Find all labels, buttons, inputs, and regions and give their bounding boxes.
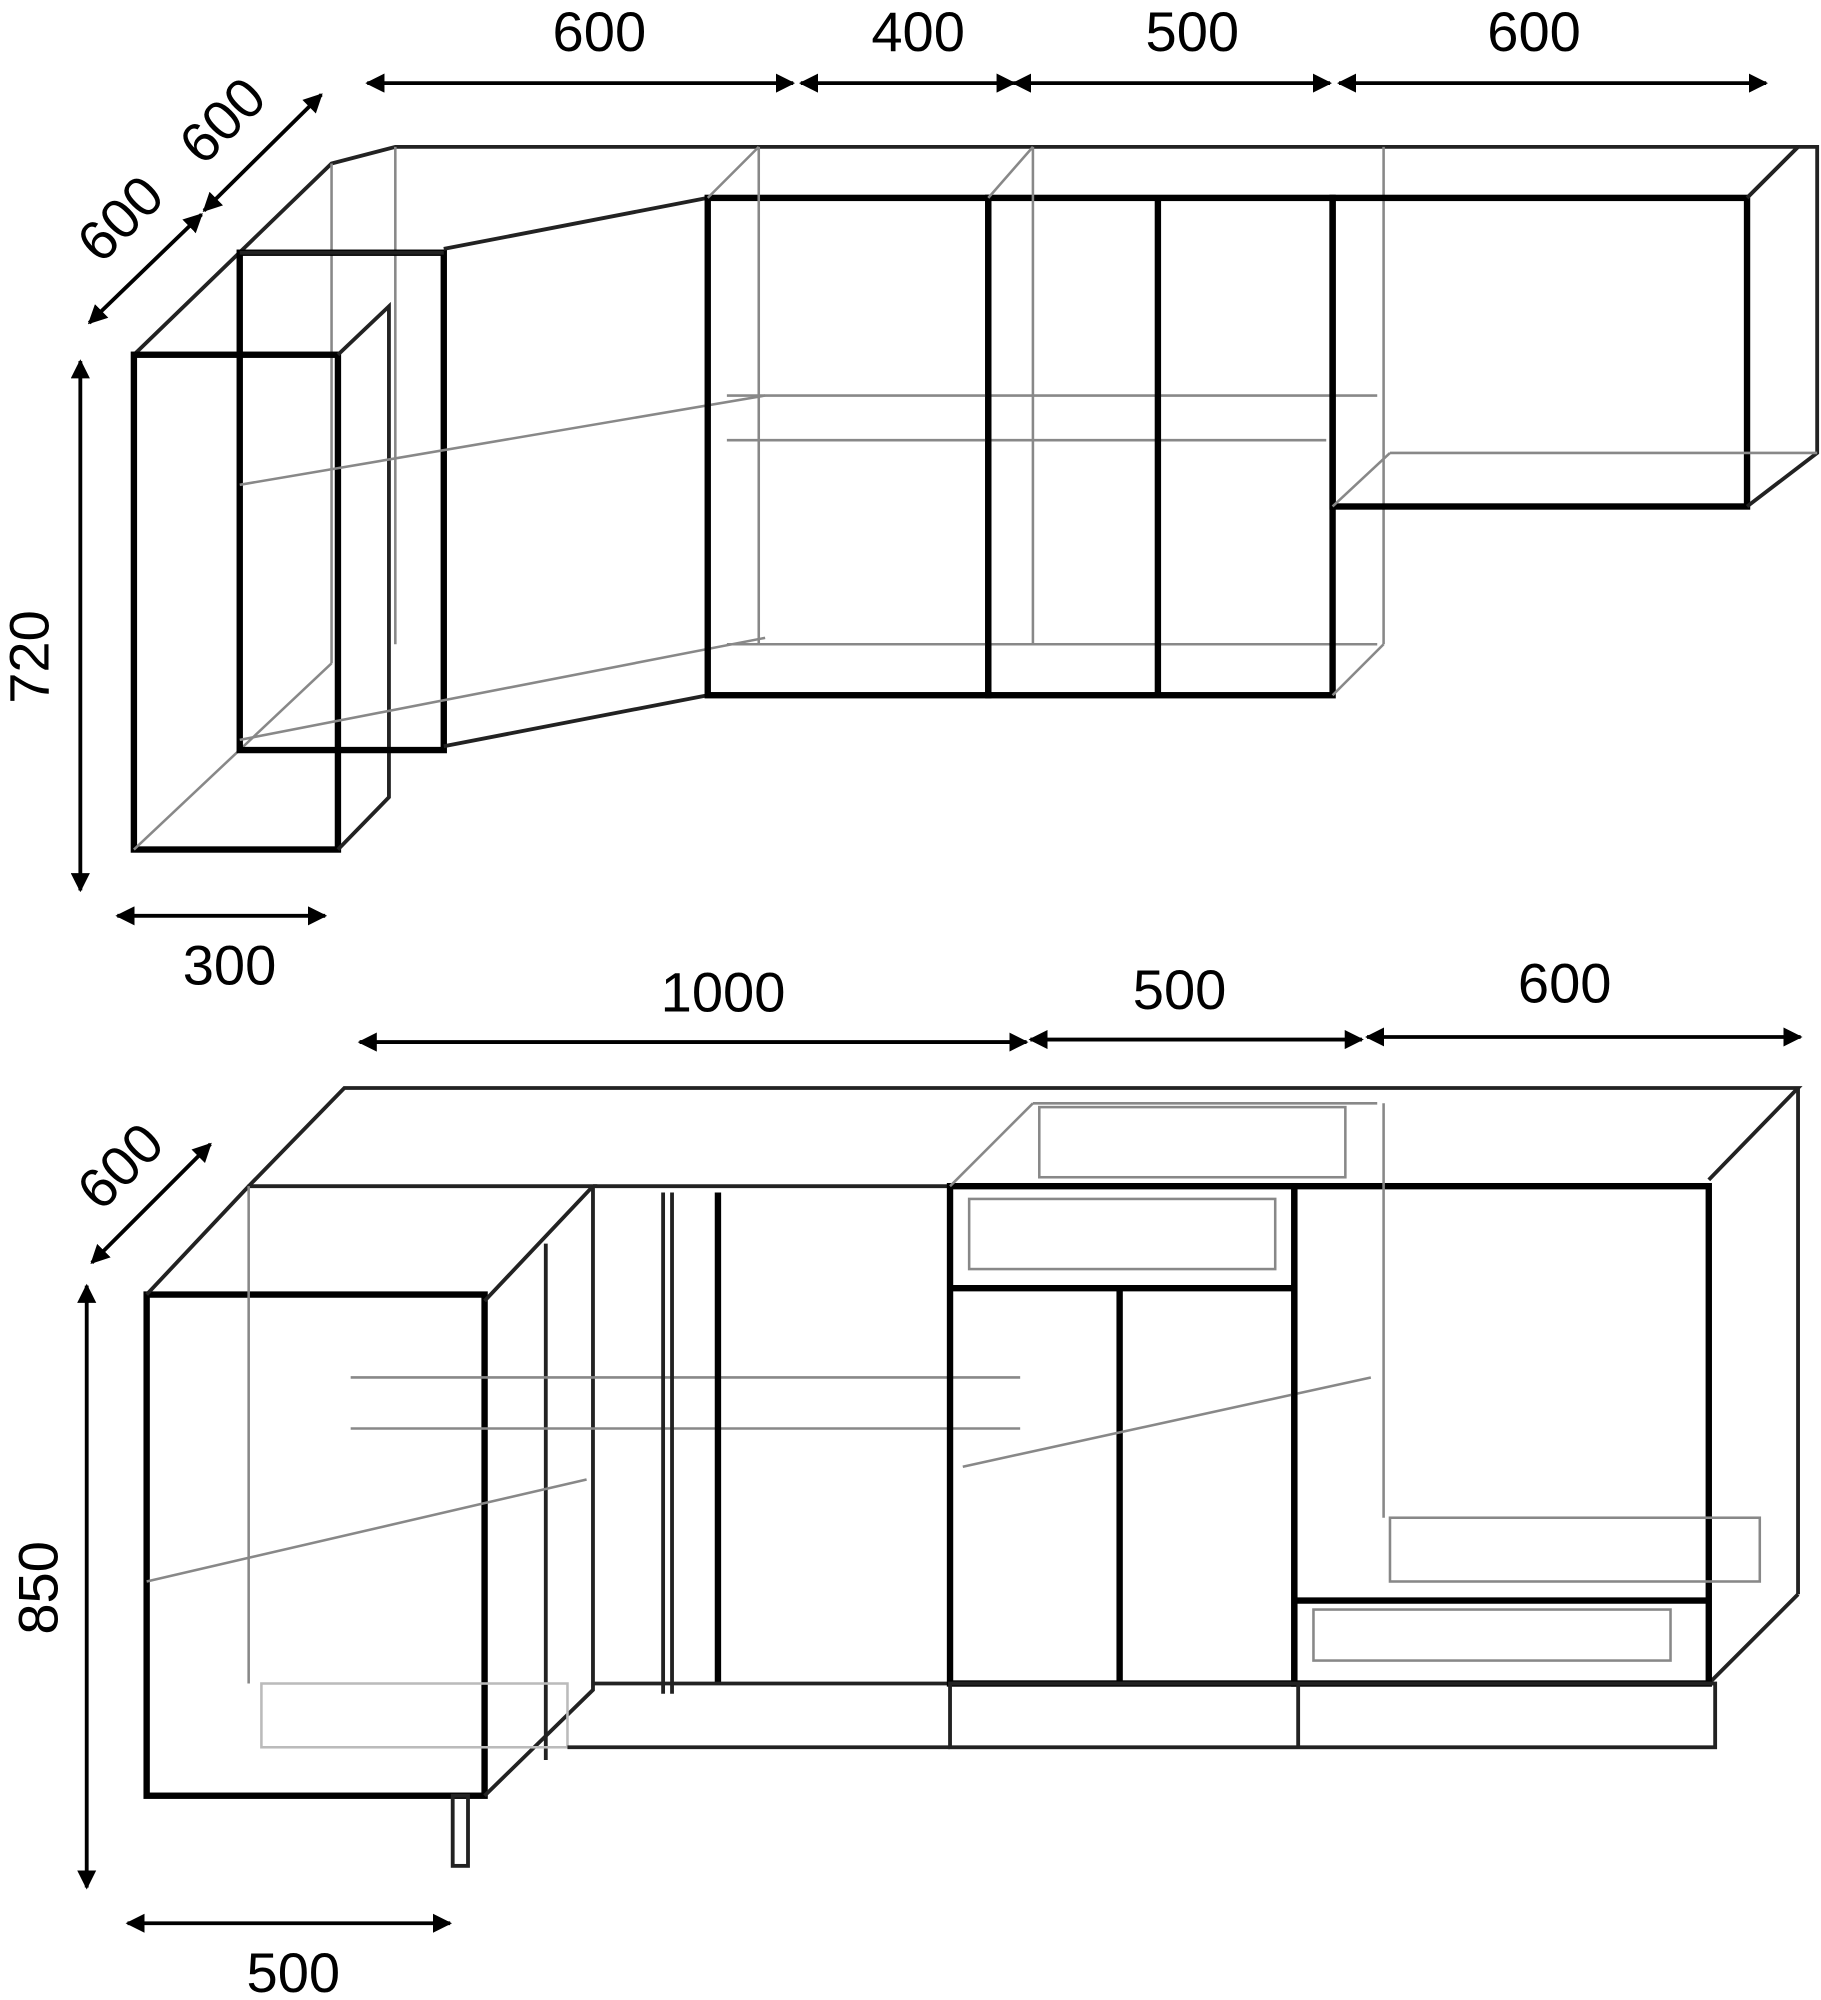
- lower-cabinets: [143, 1086, 1803, 1868]
- upper-cabinets: [130, 144, 1820, 853]
- upper-height: 720: [0, 610, 60, 704]
- lower-width-1: 1000: [661, 960, 786, 1023]
- lower-height: 850: [6, 1541, 69, 1635]
- upper-width-1: 600: [553, 0, 647, 63]
- upper-depth-1: 600: [167, 65, 278, 176]
- lower-width-2: 500: [1133, 958, 1227, 1021]
- lower-width-3: 600: [1518, 952, 1612, 1015]
- upper-width-2: 400: [871, 0, 965, 63]
- upper-end-width: 300: [183, 934, 277, 997]
- upper-width-3: 500: [1146, 0, 1240, 63]
- upper-width-4: 600: [1487, 0, 1581, 63]
- lower-dimensions: 1000 500 600 600 850 500: [6, 952, 1803, 2000]
- lower-end-width: 500: [247, 1941, 341, 2000]
- lower-depth: 600: [65, 1111, 176, 1222]
